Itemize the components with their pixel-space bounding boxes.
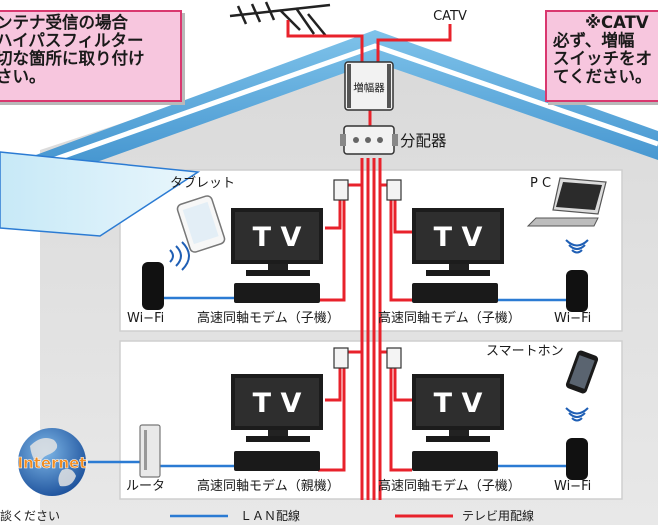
outlet-icon (386, 179, 402, 201)
house (6, 30, 658, 525)
lan-wiring (88, 296, 566, 468)
router-label: ルータ (126, 479, 165, 494)
modem-child-label: 高速同軸モデム（子機） (197, 310, 340, 326)
internet-globe-icon (18, 428, 86, 496)
pc-label: P C (530, 176, 551, 191)
modem-child-label: 高速同軸モデム（子機） (378, 478, 521, 494)
tablet-label: タブレット (170, 175, 235, 191)
tv-label: T V (253, 388, 302, 419)
antenna-note-line: ハイパスフィルター (0, 31, 144, 50)
bottom-left-text: 談ください (0, 508, 60, 523)
antenna-note-line: さい。 (0, 67, 46, 86)
splitter-icon (340, 125, 398, 155)
legend-tv-label: テレビ用配線 (462, 508, 534, 523)
router-icon (139, 424, 161, 478)
antenna-note: ンテナ受信の場合 ハイパスフィルター 切な箇所に取り付け さい。 (0, 10, 182, 102)
legend-lan-label: ＬＡＮ配線 (240, 508, 300, 523)
amplifier-icon (344, 61, 394, 111)
callout-beam (0, 151, 201, 237)
wifi-label: Wi−Fi (554, 479, 591, 494)
catv-note-line: てください。 (553, 67, 652, 86)
splitter-label: 分配器 (400, 132, 447, 150)
internet-label: Internet (17, 454, 86, 472)
tv-label: T V (434, 222, 483, 253)
tv-set-top-right (412, 208, 504, 303)
wifi-access-point-icon (142, 262, 588, 480)
roof-edge-white (29, 43, 658, 171)
smartphone-icon (565, 350, 599, 394)
smartphone-label: スマートホン (486, 344, 564, 359)
tv-label: T V (434, 388, 483, 419)
outlet-icon (333, 347, 349, 369)
modem-child-label: 高速同軸モデム（子機） (378, 310, 521, 326)
tv-set-bottom-right (412, 374, 504, 471)
laptop-icon (526, 177, 607, 227)
legend: ＬＡＮ配線 テレビ用配線 (170, 508, 534, 523)
modem-parent-label: 高速同軸モデム（親機） (197, 478, 340, 494)
tv-label: T V (253, 222, 302, 253)
catv-note-line: 必ず、増幅 (553, 31, 635, 50)
tv-set-top-left (231, 208, 323, 303)
tv-set-bottom-left (231, 374, 323, 471)
outlet-icon (333, 179, 349, 201)
amplifier-label: 増幅器 (353, 81, 385, 94)
antenna-icon (229, 1, 331, 37)
catv-note-line: ※CATV (585, 13, 649, 32)
catv-note-line: スイッチをオ (553, 49, 652, 68)
antenna-note-line: 切な箇所に取り付け (0, 49, 145, 68)
wifi-label: Wi−Fi (554, 311, 591, 326)
wall-outlets (333, 179, 402, 369)
antenna-note-line: ンテナ受信の場合 (0, 13, 128, 32)
outlet-icon (386, 347, 402, 369)
wifi-label: Wi−Fi (127, 311, 164, 326)
wifi-signal-icon (169, 239, 589, 422)
catv-note: ※CATV 必ず、増幅 スイッチをオ てください。 (545, 10, 658, 102)
catv-label: CATV (433, 9, 467, 24)
tablet-icon (176, 195, 226, 253)
